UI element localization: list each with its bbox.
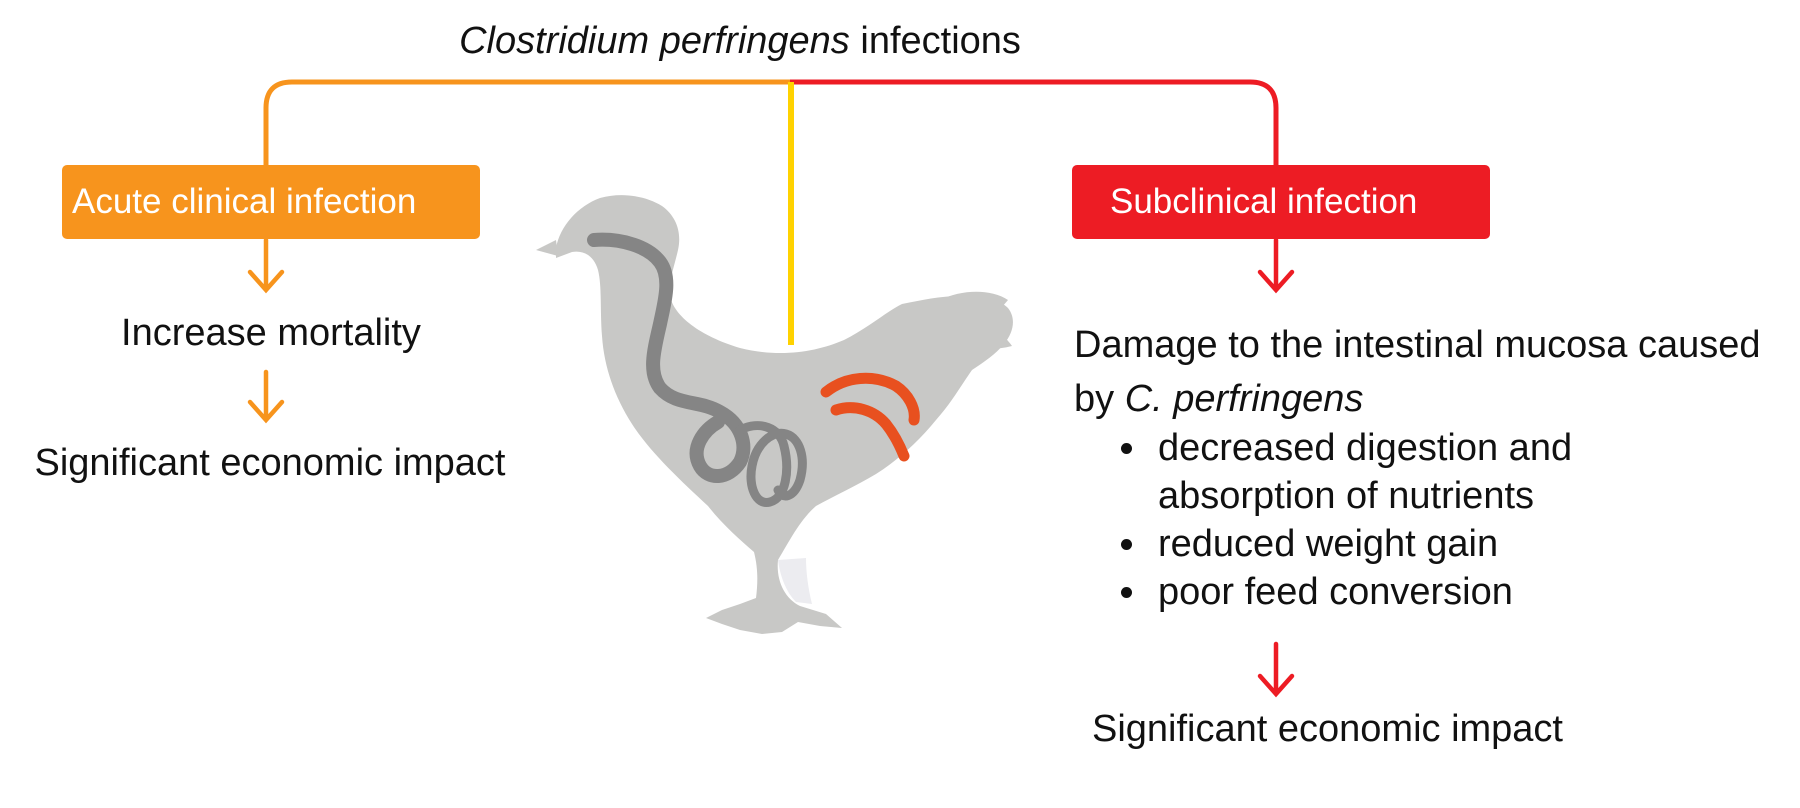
list-item: reduced weight gain	[1150, 520, 1750, 568]
economic-impact-left: Significant economic impact	[34, 442, 506, 484]
subclinical-connector	[790, 79, 1279, 166]
arrow-down-icon	[1257, 237, 1295, 294]
mucosa-damage-text: Damage to the intestinal mucosa caused b…	[1074, 318, 1794, 426]
arrow-down-icon	[247, 237, 285, 294]
increase-mortality-label: Increase mortality	[121, 312, 421, 354]
caeca-path	[820, 372, 920, 426]
economic-impact-right: Significant economic impact	[1092, 708, 1563, 750]
damage-text: Damage to the intestinal mucosa caused b…	[1074, 324, 1761, 420]
list-item: poor feed conversion	[1150, 568, 1750, 616]
arrow-down-icon	[247, 369, 285, 424]
chicken-icon	[536, 195, 1013, 635]
arrow-down-icon	[1257, 641, 1295, 698]
intestine-path	[587, 232, 751, 483]
acute-connector	[263, 79, 790, 166]
diagram-title: Clostridium perfringens infections	[300, 20, 1180, 63]
effects-list: decreased digestion and absorption of nu…	[1108, 424, 1750, 616]
title-organism: Clostridium perfringens	[459, 20, 850, 62]
intestine-loops	[735, 421, 807, 507]
damage-organism: C. perfringens	[1124, 378, 1364, 420]
subclinical-infection-box: Subclinical infection	[1072, 165, 1490, 239]
acute-infection-box: Acute clinical infection	[62, 165, 480, 239]
title-rest: infections	[849, 20, 1021, 62]
list-item: decreased digestion and absorption of nu…	[1150, 424, 1750, 520]
